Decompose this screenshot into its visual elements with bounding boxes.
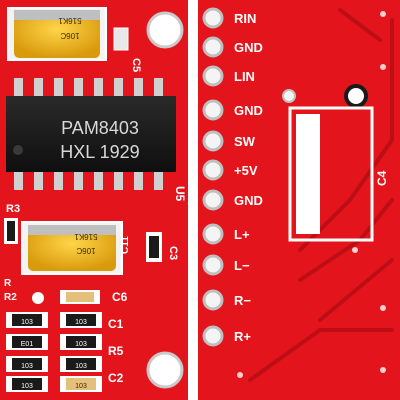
back-board: RIN GND LIN GND SW +5V GND L+ L− R− R+ (198, 0, 400, 400)
resistor-code-8: 103 (75, 383, 87, 390)
via-large (344, 84, 368, 108)
r3-component (7, 221, 15, 241)
pin-header (202, 7, 224, 347)
pin-labels: RIN GND LIN GND SW +5V GND L+ L− R− R+ (234, 11, 263, 344)
resistor-code-6: 103 (75, 363, 87, 370)
pin-label-gnd-3: GND (234, 193, 263, 208)
capacitor-top-code2: 106C (60, 31, 79, 40)
front-board-pcb (0, 0, 188, 400)
via-dot-2 (380, 11, 386, 17)
label-u5: U5 (173, 186, 187, 202)
resistor-code-5: E01 (21, 341, 34, 348)
via-dot-1 (380, 64, 386, 70)
pin-label-5v: +5V (234, 163, 258, 178)
pin-hole-rplus (202, 325, 224, 347)
label-r5: R5 (108, 344, 124, 358)
capacitor-bottom-body (28, 225, 116, 271)
mounting-hole-top (146, 11, 184, 49)
label-c5: C5 (130, 58, 142, 72)
pin-hole-gnd-1 (202, 36, 224, 58)
label-c2: C2 (108, 371, 124, 385)
pin-label-sw: SW (234, 134, 256, 149)
label-c1: C1 (108, 317, 124, 331)
resistor-code-3: 103 (75, 341, 87, 348)
label-r2: R2 (4, 292, 17, 303)
resistor-code-2: 103 (75, 319, 87, 326)
label-c6: C6 (112, 290, 128, 304)
chip-top-pins (14, 78, 163, 96)
via-dot-3 (352, 247, 358, 253)
resistor-code-7: 103 (21, 383, 33, 390)
via-small (282, 89, 296, 103)
pin-label-gnd-1: GND (234, 40, 263, 55)
pin-label-gnd-2: GND (234, 103, 263, 118)
capacitor-bottom: 516K1 106C (21, 221, 123, 275)
via-dot-5 (380, 367, 386, 373)
capacitor-bottom-pad (28, 225, 116, 235)
capacitor-top: 516K1 106C (7, 7, 107, 61)
front-board: 516K1 106C C5 PAM8403 HXL 1929 (0, 0, 188, 400)
pin-hole-rin (202, 7, 224, 29)
pam8403-chip-body (6, 96, 176, 172)
pin-label-lin: LIN (234, 69, 255, 84)
chip-marking-line2: HXL 1929 (60, 142, 139, 162)
c6-component (66, 292, 94, 302)
label-r3: R3 (6, 203, 20, 215)
c4-pad (296, 114, 320, 234)
c4-footprint (288, 106, 374, 242)
pin-hole-lminus (202, 254, 224, 276)
label-c4: C4 (375, 170, 389, 186)
capacitor-top-code1: 516K1 (58, 16, 82, 25)
label-c3: C3 (167, 246, 179, 260)
capacitor-top-pad (14, 10, 100, 20)
resistor-grid: 103 103 E01 103 103 103 103 103 (6, 312, 102, 392)
pin-hole-rminus (202, 289, 224, 311)
pin-label-rplus: R+ (234, 329, 251, 344)
pin-hole-5v (202, 159, 224, 181)
pin-label-rminus: R− (234, 293, 251, 308)
pin-hole-gnd-2 (202, 99, 224, 121)
via-pad-1 (32, 292, 44, 304)
c3-component (149, 236, 159, 258)
capacitor-bottom-code1: 516K1 (74, 232, 98, 241)
pin-hole-lin (202, 65, 224, 87)
pin-label-lplus: L+ (234, 227, 250, 242)
via-dot-4 (380, 305, 386, 311)
mounting-hole-bottom (146, 351, 184, 389)
capacitor-bottom-code2: 106C (76, 246, 95, 255)
resistor-code-1: 103 (21, 319, 33, 326)
pin-hole-sw (202, 130, 224, 152)
chip-pin1-dot (13, 145, 23, 155)
label-r: R (4, 278, 12, 289)
pin-label-rin: RIN (234, 11, 256, 26)
pin-label-lminus: L− (234, 258, 250, 273)
label-c11: C11 (120, 236, 131, 254)
capacitor-top-body (14, 10, 100, 58)
chip-bottom-pins (14, 172, 163, 190)
resistor-code-4: 103 (21, 363, 33, 370)
pin-hole-lplus (202, 223, 224, 245)
via-dot-6 (237, 372, 243, 378)
pin-hole-gnd-3 (202, 189, 224, 211)
c5-component (113, 27, 129, 51)
chip-marking-line1: PAM8403 (61, 118, 139, 138)
